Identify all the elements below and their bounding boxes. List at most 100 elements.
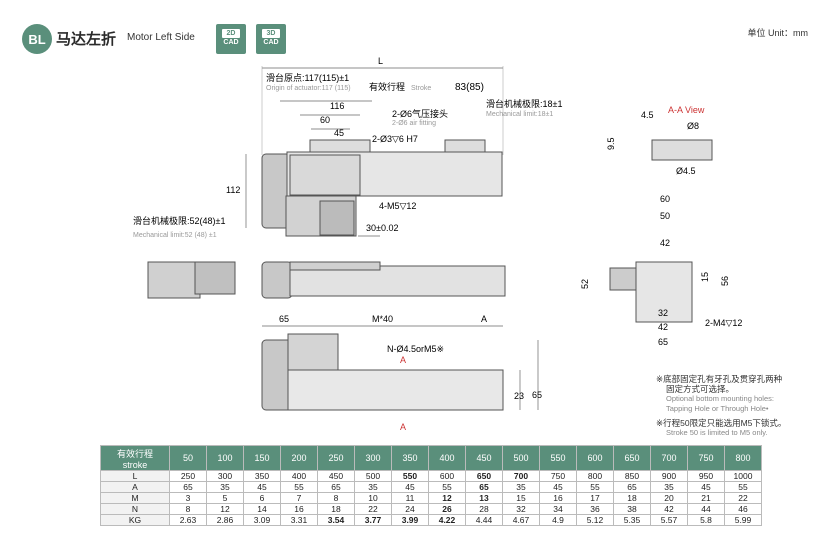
table-header-cell: 50 [169,445,207,471]
table-cell: 750 [539,470,577,482]
table-cell: 32 [502,503,540,515]
table-header-cell: 550 [539,445,577,471]
table-cell: 10 [354,492,392,504]
table-cell: 45 [539,481,577,493]
dim-mech18-en: Mechanical limit:18±1 [486,111,553,118]
table-header-cell: 500 [502,445,540,471]
dim-nhole: N-Ø4.5orM5※ [387,344,444,354]
side-view [147,261,506,299]
table-header-cell: 750 [687,445,725,471]
table-cell: 5.35 [613,514,651,526]
section-mark-a-bottom: A [400,422,406,432]
end-dim-60: 60 [660,194,670,204]
table-cell: 35 [206,481,244,493]
end-dim-52: 52 [580,279,590,289]
table-cell: 11 [391,492,429,504]
table-cell: 20 [650,492,688,504]
cad-3d-label: 3D [262,29,280,38]
table-cell: 850 [613,470,651,482]
aa-dim-8: Ø8 [687,121,699,131]
end-dim-15: 15 [700,272,710,282]
mounting-note: ※底部固定孔有牙孔及贯穿孔两种 固定方式可选择。 Optional bottom… [656,374,786,438]
table-cell: 5.99 [724,514,762,526]
table-cell: 42 [650,503,688,515]
end-dim-50: 50 [660,211,670,221]
table-cell: 5.12 [576,514,614,526]
table-cell: 550 [391,470,429,482]
table-cell: 18 [317,503,355,515]
table-cell: 5.57 [650,514,688,526]
table-cell: 4.67 [502,514,540,526]
table-cell: 12 [428,492,466,504]
table-row-A: A 65 35 45 55 65 35 45 55 65 35 45 55 65… [100,481,762,493]
page-title: 马达左折 [56,30,117,48]
table-cell: 3.31 [280,514,318,526]
table-cell: 16 [539,492,577,504]
table-cell: 55 [280,481,318,493]
dim-hole-h7: 2-Ø3▽6 H7 [372,134,418,144]
table-cell: 600 [428,470,466,482]
aa-dim-d45: Ø4.5 [676,166,696,176]
table-cell: 65 [169,481,207,493]
stroke-header-en: stroke [122,459,148,470]
table-cell: 700 [502,470,540,482]
table-cell: 8 [317,492,355,504]
table-cell: 8 [169,503,207,515]
table-cell: 800 [576,470,614,482]
dim-air-cn: 2-Ø6气压接头 [392,108,448,119]
table-cell: 21 [687,492,725,504]
table-header-cell: 450 [465,445,503,471]
end-dim-32: 32 [658,308,668,318]
dim-m40: M*40 [372,314,393,324]
table-header-cell: 100 [206,445,244,471]
row-label: KG [100,514,170,526]
table-cell: 45 [243,481,281,493]
table-row-N: N 8 12 14 16 18 22 24 26 28 32 34 36 38 … [100,503,762,515]
table-cell: 650 [465,470,503,482]
dim-origin-en: Origin of actuator:117 (115) [266,85,351,92]
technical-drawing: L 滑台原点:117(115)±1 Origin of actuator:117… [133,56,742,432]
table-cell: 3 [169,492,207,504]
table-row-M: M 3 5 6 7 8 10 11 12 13 15 16 17 18 20 2… [100,492,762,504]
cad-3d-text: CAD [263,39,279,46]
end-view [609,261,693,323]
end-dim-56: 56 [720,276,730,286]
table-cell: 4.44 [465,514,503,526]
table-cell: 24 [391,503,429,515]
row-label: N [100,503,170,515]
table-cell: 350 [243,470,281,482]
table-cell: 5.8 [687,514,725,526]
row-label: A [100,481,170,493]
table-header-cell: 200 [280,445,318,471]
section-mark-a-top: A [400,355,406,365]
table-cell: 65 [317,481,355,493]
note-line-4: Tapping Hole or Through Hole• [666,404,769,413]
table-cell: 3.09 [243,514,281,526]
note-line-6: Stroke 50 is limited to M5 only. [666,428,768,437]
page-subtitle: Motor Left Side [127,32,195,43]
table-header-cell: 600 [576,445,614,471]
table-cell: 6 [243,492,281,504]
row-label: L [100,470,170,482]
table-cell: 4.9 [539,514,577,526]
end-dim-42b: 42 [658,322,668,332]
note-line-2: 固定方式可选择。 [666,384,735,394]
table-cell: 16 [280,503,318,515]
row-label: M [100,492,170,504]
end-dim-m4: 2-M4▽12 [705,318,742,328]
table-cell: 45 [687,481,725,493]
dim-60: 60 [320,115,330,125]
table-header-cell: 300 [354,445,392,471]
aa-dim-95: 9.5 [606,137,616,150]
table-cell: 3.99 [391,514,429,526]
table-cell: 4.22 [428,514,466,526]
table-cell: 34 [539,503,577,515]
note-line-5: ※行程50限定只能选用M5下锁式。 [656,418,787,428]
dim-30: 30±0.02 [366,223,398,233]
table-cell: 13 [465,492,503,504]
table-cell: 450 [317,470,355,482]
dim-mech52-en: Mechanical limit:52 (48) ±1 [133,232,217,239]
